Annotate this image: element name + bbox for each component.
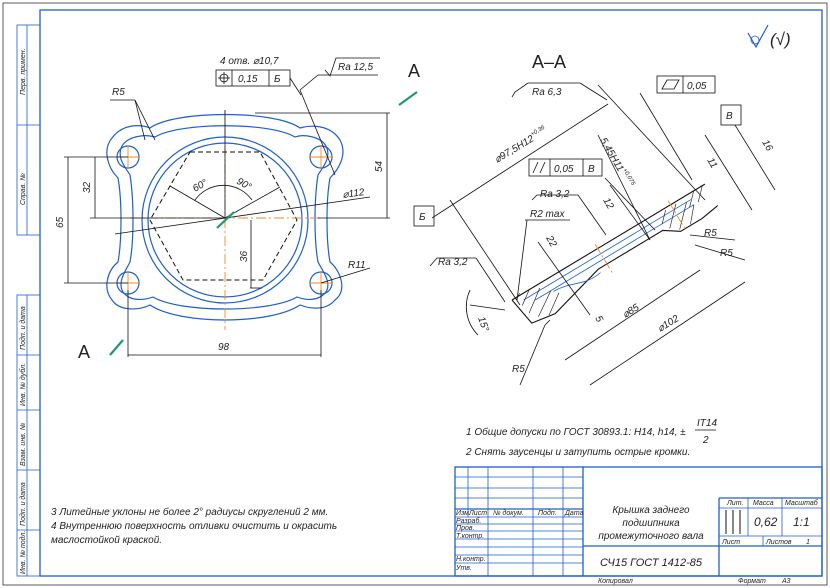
svg-text:Разраб.: Разраб. <box>456 517 481 525</box>
svg-text:90°: 90° <box>235 176 254 193</box>
parallelism-frame: 0,05 В <box>528 158 603 177</box>
section-mark: A <box>408 61 420 81</box>
note-4: 4 Внутреннюю поверхность отливки очистит… <box>51 521 337 532</box>
mass-value: 0,62 <box>754 515 778 529</box>
svg-text:Утв.: Утв. <box>455 565 472 572</box>
svg-text:Т.контр.: Т.контр. <box>456 533 484 540</box>
svg-text:Подп.: Подп. <box>538 509 557 517</box>
svg-text:R2 max: R2 max <box>530 209 565 220</box>
note-2: 2 Снять заусенцы и затупить острые кромк… <box>465 447 690 458</box>
svg-text:Б: Б <box>274 74 281 85</box>
stamp-label: Инв. № дубл. <box>19 363 27 406</box>
svg-text:5: 5 <box>592 314 605 325</box>
svg-text:подшипника: подшипника <box>622 518 680 529</box>
svg-text:⌀112: ⌀112 <box>342 187 366 201</box>
svg-text:54: 54 <box>374 160 385 172</box>
svg-text:Лист: Лист <box>721 539 740 546</box>
note-3: 3 Литейные уклоны не более 2° радиусы ск… <box>51 506 328 518</box>
part-name: Крышка заднего <box>612 505 690 516</box>
general-roughness: (√) <box>747 24 791 49</box>
svg-text:11: 11 <box>704 156 719 170</box>
svg-text:16: 16 <box>759 138 774 154</box>
material: СЧ15 ГОСТ 1412-85 <box>600 557 703 569</box>
svg-text:⌀97,5H12+0,36: ⌀97,5H12+0,36 <box>492 125 549 166</box>
roughness-icon <box>747 24 769 49</box>
svg-text:Пров.: Пров. <box>456 525 475 532</box>
svg-text:R5: R5 <box>704 228 717 239</box>
svg-text:1: 1 <box>806 539 810 546</box>
svg-text:В: В <box>726 111 733 122</box>
roughness-general: (√) <box>770 30 791 49</box>
svg-text:0,05: 0,05 <box>687 81 707 92</box>
plan-view: 4 отв. ⌀10,7 0,15 Б Ra 12,5 A A R5 32 65… <box>55 56 420 362</box>
stamp-label: Подп. и дата <box>19 306 27 350</box>
svg-text:60°: 60° <box>191 178 210 195</box>
svg-text:R5: R5 <box>512 364 525 375</box>
svg-text:65: 65 <box>55 216 66 228</box>
svg-text:0,15: 0,15 <box>238 74 258 85</box>
svg-text:Ra 3,2: Ra 3,2 <box>438 257 468 268</box>
datum-v: В <box>720 104 742 126</box>
note-1: 1 Общие допуски по ГОСТ 30893.1: H14, h1… <box>466 426 686 438</box>
svg-text:Ra 3,2: Ra 3,2 <box>540 189 570 200</box>
stamp-label: Инв. № подл. <box>19 531 27 574</box>
stamp-label: Справ. № <box>20 173 27 205</box>
section-view: A–A <box>413 52 776 386</box>
left-stamp: Перв. примен. Справ. № Подп. и дата Инв.… <box>16 24 41 577</box>
svg-text:Дата: Дата <box>564 510 584 517</box>
svg-text:Формат: Формат <box>738 578 766 585</box>
svg-text:Изм.: Изм. <box>456 510 471 517</box>
svg-text:R5: R5 <box>112 87 125 98</box>
svg-text:промежуточного вала: промежуточного вала <box>598 531 704 542</box>
svg-text:⌀85: ⌀85 <box>621 302 642 320</box>
svg-text:36: 36 <box>239 250 250 262</box>
svg-text:№ докум.: № докум. <box>493 509 524 517</box>
stamp-label: Перв. примен. <box>20 48 27 95</box>
roughness-label: Ra 12,5 <box>338 62 373 73</box>
section-title: A–A <box>532 52 566 72</box>
svg-text:R5: R5 <box>720 248 733 259</box>
flatness-frame: 0,05 <box>656 75 716 94</box>
svg-text:12: 12 <box>600 196 615 212</box>
drawing-frame <box>39 9 823 577</box>
holes-note: 4 отв. ⌀10,7 <box>220 56 279 67</box>
section-mark: A <box>78 342 90 362</box>
svg-text:32: 32 <box>82 181 93 193</box>
svg-text:5,45H11+0,075: 5,45H11+0,075 <box>597 136 636 191</box>
position-tolerance-frame: 0,15 Б <box>215 69 291 87</box>
svg-text:Копировал: Копировал <box>598 578 633 585</box>
svg-text:Масштаб: Масштаб <box>785 499 819 507</box>
parallel-icon <box>532 161 539 174</box>
title-block: Изм. Лист № докум. Подп. Дата Разраб. Пр… <box>454 466 823 585</box>
svg-text:Лист: Лист <box>468 510 487 517</box>
technical-notes: 1 Общие допуски по ГОСТ 30893.1: H14, h1… <box>51 418 717 546</box>
svg-text:R11: R11 <box>348 260 366 271</box>
datum-b: Б <box>413 205 435 227</box>
svg-text:A3: A3 <box>781 578 791 585</box>
svg-text:0,05: 0,05 <box>554 164 574 175</box>
svg-text:Масса: Масса <box>753 500 774 507</box>
svg-text:В: В <box>588 164 595 175</box>
svg-text:2: 2 <box>702 435 709 446</box>
svg-text:Листов: Листов <box>765 539 792 546</box>
svg-text:Ra 6,3: Ra 6,3 <box>532 87 562 98</box>
stamp-label: Подп. и дата <box>19 482 27 526</box>
svg-text:15°: 15° <box>475 315 491 333</box>
scale-value: 1:1 <box>793 515 810 529</box>
svg-text:IT14: IT14 <box>697 418 717 429</box>
svg-text:22: 22 <box>543 233 559 249</box>
svg-text:98: 98 <box>218 342 230 353</box>
svg-text:Лит.: Лит. <box>726 500 743 507</box>
flatness-icon <box>661 79 680 90</box>
stamp-label: Взам. инв. № <box>20 422 27 466</box>
svg-text:⌀102: ⌀102 <box>656 313 682 334</box>
svg-text:Б: Б <box>419 212 426 223</box>
note-4-cont: маслостойкой краской. <box>51 535 162 546</box>
svg-text:Н.контр.: Н.контр. <box>456 556 486 563</box>
